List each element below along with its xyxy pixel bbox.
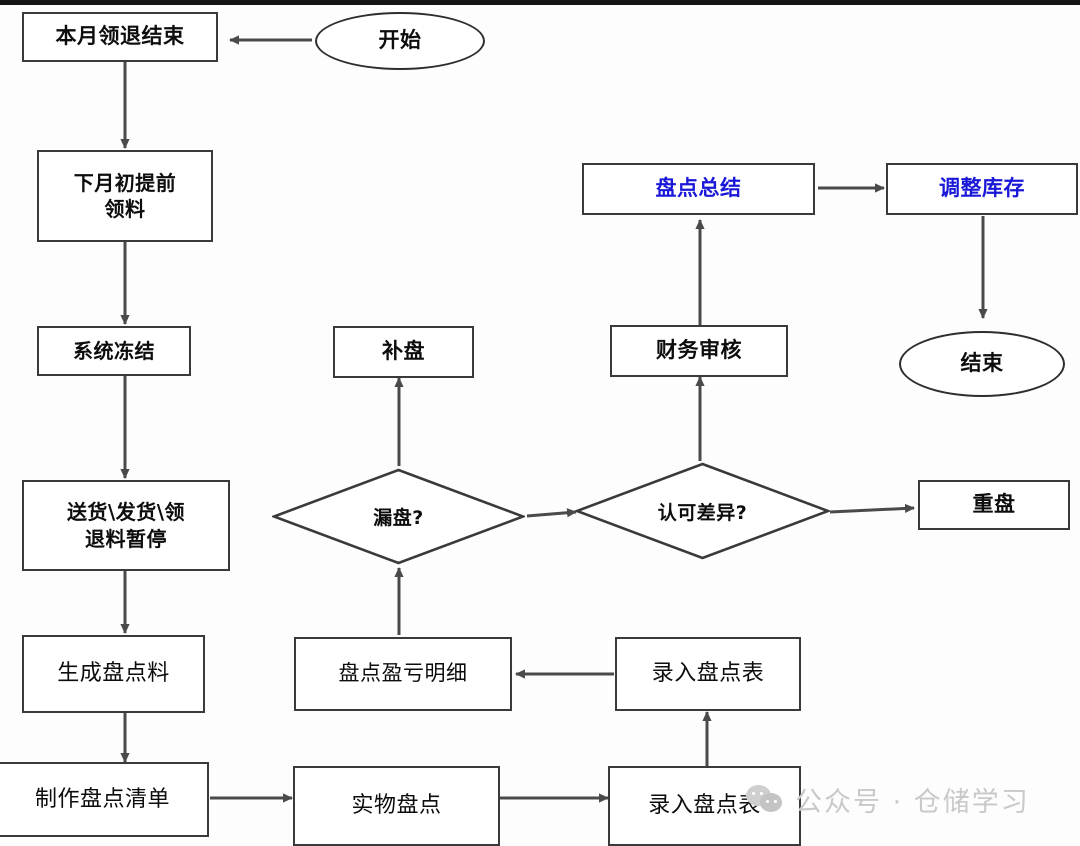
node-accept-difference-decision-label: 认可差异? [657,501,748,524]
node-missed-count-decision[interactable]: 漏盘? [272,468,525,565]
node-gain-loss-detail-label: 盘点盈亏明细 [338,661,468,686]
edge-acceptdiff-to-recount [829,503,915,514]
node-prefetch-label: 下月初提前 领料 [73,170,177,221]
node-suspend-label: 送货\发货\领 退料暂停 [66,500,186,551]
node-end-label: 结束 [960,351,1004,376]
node-month-end[interactable]: 本月领退结束 [22,12,218,62]
node-make-count-sheet-label: 制作盘点清单 [34,786,170,812]
node-physical-count[interactable]: 实物盘点 [293,766,500,846]
node-end[interactable]: 结束 [899,331,1065,397]
node-month-end-label: 本月领退结束 [55,24,185,49]
node-make-count-sheet[interactable]: 制作盘点清单 [0,762,209,837]
diamond-shape [575,462,830,560]
node-physical-count-label: 实物盘点 [351,793,442,819]
node-supplement-count-label: 补盘 [382,339,425,364]
node-accept-difference-decision[interactable]: 认可差异? [575,462,830,560]
diamond-shape [272,468,525,565]
node-generate-count-list-label: 生成盘点料 [57,661,170,687]
node-suspend[interactable]: 送货\发货\领 退料暂停 [22,480,230,571]
node-missed-count-decision-label: 漏盘? [373,507,424,529]
node-freeze-label: 系统冻结 [73,338,155,363]
node-recount[interactable]: 重盘 [918,480,1070,530]
node-finance-review-label: 财务审核 [656,338,742,363]
node-gain-loss-detail[interactable]: 盘点盈亏明细 [294,637,512,711]
node-recount-label: 重盘 [972,492,1016,517]
node-entry-count-table-upper-label: 录入盘点表 [651,661,765,687]
node-prefetch[interactable]: 下月初提前 领料 [37,150,213,242]
watermark-text: 公众号 · 仓储学习 [795,787,1030,818]
edge-miss-to-acceptdiff [526,508,577,518]
node-entry-count-table-upper[interactable]: 录入盘点表 [615,637,801,711]
wechat-bubbles-icon [746,784,786,816]
node-adjust-inventory[interactable]: 调整库存 [886,163,1078,215]
node-adjust-inventory-label: 调整库存 [939,176,1025,201]
node-generate-count-list[interactable]: 生成盘点料 [22,635,205,713]
node-count-summary[interactable]: 盘点总结 [582,163,815,215]
node-start[interactable]: 开始 [315,12,485,70]
watermark: 公众号 · 仓储学习 [746,780,1030,819]
node-finance-review[interactable]: 财务审核 [610,325,788,377]
node-entry-count-table-lower[interactable]: 录入盘点表 [608,766,801,846]
node-freeze[interactable]: 系统冻结 [37,326,191,376]
node-supplement-count[interactable]: 补盘 [333,326,474,378]
node-start-label: 开始 [378,28,422,53]
node-count-summary-label: 盘点总结 [655,176,742,201]
top-border-bar [0,0,1080,5]
node-entry-count-table-lower-label: 录入盘点表 [648,793,761,819]
